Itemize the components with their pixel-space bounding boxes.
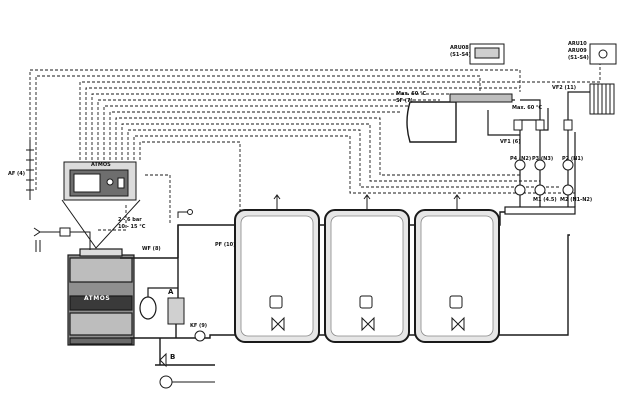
- cold-water-inlet: [33, 227, 91, 252]
- dhw-sensor: SF (7): [396, 98, 413, 104]
- radiator: [589, 83, 615, 115]
- dhw-max-temp: Max. 60 °C: [396, 91, 427, 97]
- tank-drains: [271, 316, 465, 332]
- circuit-mixing-1: M1 (4.5): [533, 197, 557, 203]
- remote-units: [469, 43, 617, 65]
- circuit-pump-1: P4 (N2): [510, 156, 532, 162]
- remote-left-title: ARU08: [450, 45, 469, 51]
- remote-right-sub: (S1-S4): [568, 55, 589, 61]
- controller-brand: ATMOS: [91, 162, 111, 168]
- circuit-max-temp: Max. 60 °C: [512, 105, 543, 111]
- safety-valve: [177, 209, 193, 218]
- remote-right-title: ARU10: [568, 41, 587, 47]
- remote-right-title-2: ARU09: [568, 48, 587, 54]
- circuit-pumps: [513, 119, 574, 196]
- boiler-outlet-sensor: WF (8): [142, 246, 161, 252]
- boiler-pressure-2: 10 - 15 °C: [118, 224, 146, 230]
- control-cables: [29, 64, 601, 241]
- controller: [61, 161, 141, 249]
- return-valve-group: [159, 297, 215, 389]
- outdoor-sensor-label: AF (4): [8, 171, 26, 177]
- boiler-return-sensor: KF (9): [190, 323, 208, 329]
- remote-left-sub: (S1-S4): [450, 52, 471, 58]
- circuit-flow-sensor-2: VF2 (11): [552, 85, 577, 91]
- outdoor-sensor: [26, 140, 34, 200]
- tank-sensor-label: PF (10): [215, 242, 236, 248]
- circuit-mixing-2: M2 (N1-N2): [560, 197, 593, 203]
- tank-thermometers: [269, 295, 463, 309]
- tank-vents: [273, 194, 461, 210]
- valve-label-b: B: [170, 353, 176, 361]
- tank-inner: [240, 215, 494, 337]
- boiler-brand: ATMOS: [84, 295, 111, 302]
- circuit-flow-sensor-1: VF1 (6): [500, 139, 521, 145]
- circuit-pump-3: P2 (N1): [562, 156, 584, 162]
- dhw-heater: [406, 101, 457, 143]
- expansion-vessel: [139, 287, 178, 320]
- circuit-pump-2: P3 (N3): [532, 156, 554, 162]
- boiler: [67, 248, 135, 346]
- boiler-pressure-1: 2 - 6 bar: [118, 217, 142, 223]
- floor-heating: [449, 93, 513, 103]
- valve-label-a: A: [168, 288, 174, 296]
